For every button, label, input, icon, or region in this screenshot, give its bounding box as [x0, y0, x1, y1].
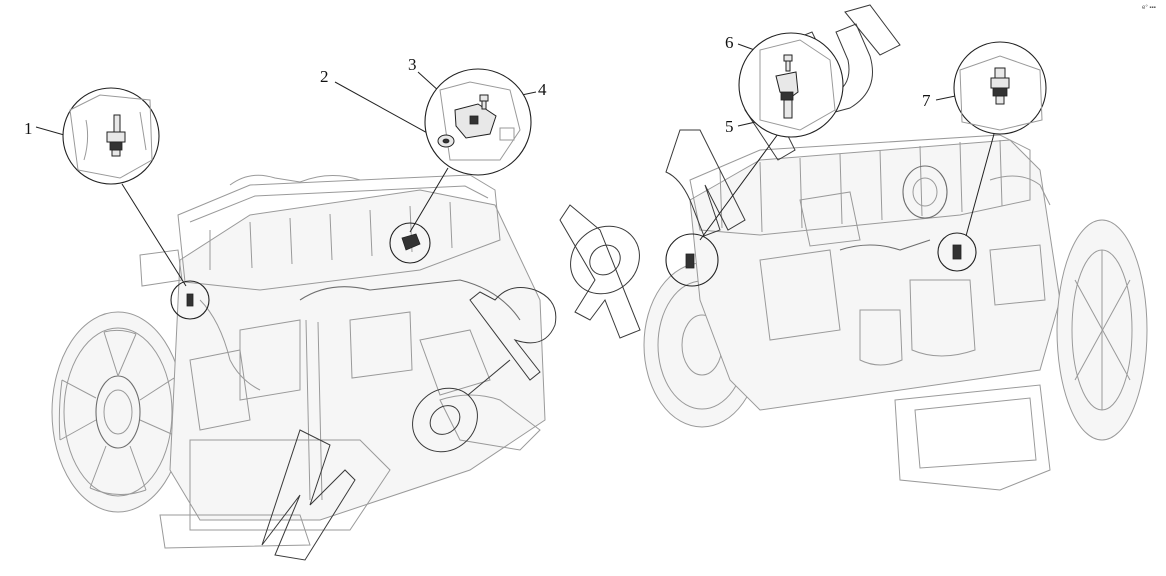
callout-7: 7: [922, 91, 931, 110]
sensor-5-body: [775, 71, 799, 119]
engine-spot-1: [170, 280, 210, 320]
temperature-sensor-7: [990, 67, 1010, 105]
temperature-sensor-1: [106, 114, 126, 157]
watermark: [261, 4, 901, 561]
leader-line-234-zoom: [409, 167, 449, 233]
leader-line-2: [334, 81, 441, 141]
detail-circle-234: [424, 68, 532, 176]
leader-line-56-zoom: [699, 133, 779, 241]
detail-circle-7: [953, 41, 1047, 135]
left-engine-drawing: [51, 174, 546, 549]
leader-line-7-zoom: [965, 133, 995, 237]
right-engine-fan: [1056, 219, 1148, 441]
engine-spot-234: [389, 222, 431, 264]
callout-6: 6: [725, 33, 734, 52]
leader-line-1-zoom: [121, 183, 187, 287]
sensor-2-seal-ring: [437, 134, 455, 148]
right-engine-drawing: [643, 134, 1148, 491]
engine-spot-56: [665, 233, 719, 287]
detail-circle-1: [62, 87, 160, 185]
callout-5: 5: [725, 117, 734, 136]
sensor-6-bolt: [783, 54, 793, 72]
sensor-4-bolt: [479, 94, 489, 110]
callout-2: 2: [320, 67, 329, 86]
callout-1: 1: [24, 119, 33, 138]
detail-circle-56: [738, 32, 844, 138]
corner-mark: e° ▪▪▪: [1142, 5, 1156, 11]
callout-4: 4: [538, 80, 547, 99]
sensor-3-body: [454, 103, 497, 139]
callout-3: 3: [408, 55, 417, 74]
engine-spot-7: [937, 232, 977, 272]
left-engine-fan: [51, 311, 185, 513]
